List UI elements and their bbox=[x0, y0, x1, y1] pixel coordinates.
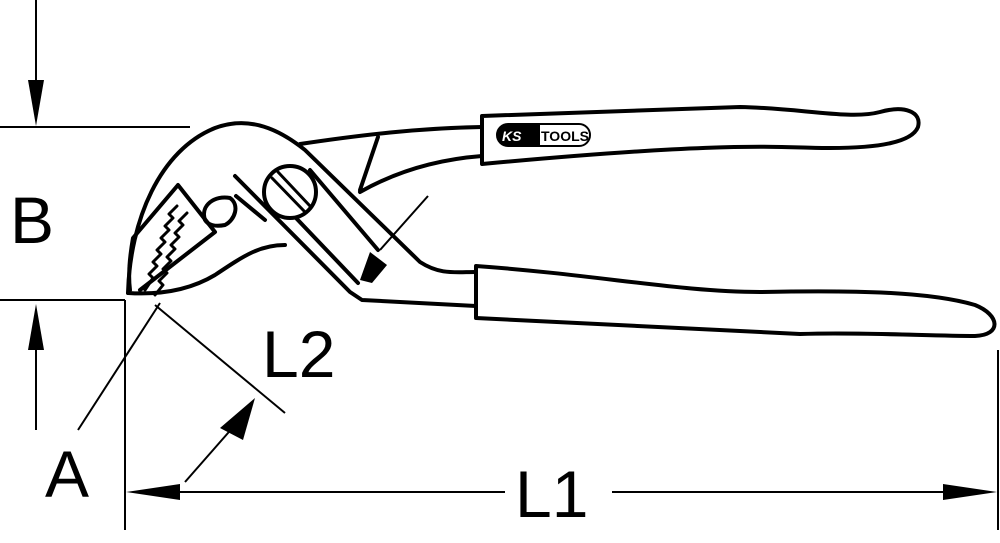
dimension-l2 bbox=[154, 195, 429, 483]
bolt-slot bbox=[270, 170, 312, 214]
label-l1: L1 bbox=[515, 457, 588, 531]
dimension-a-leader bbox=[77, 302, 161, 431]
jaw-teeth bbox=[143, 204, 189, 297]
lower-handle-grip bbox=[474, 264, 997, 338]
upper-arm bbox=[298, 125, 484, 194]
dimension-b bbox=[0, 0, 190, 430]
upper-handle-grip bbox=[480, 105, 921, 166]
adjustment-bolt bbox=[262, 164, 318, 220]
label-b: B bbox=[10, 183, 54, 257]
pliers-head bbox=[126, 121, 478, 308]
svg-text:KS: KS bbox=[502, 128, 522, 144]
slot-stop bbox=[360, 252, 387, 283]
lower-jaw-inner bbox=[127, 183, 217, 292]
label-l2: L2 bbox=[262, 317, 335, 391]
label-a: A bbox=[45, 437, 89, 511]
ks-tools-logo: KS TOOLS bbox=[496, 123, 591, 147]
adjustment-slot bbox=[294, 168, 380, 285]
lower-jaw bbox=[126, 243, 287, 296]
dimension-l1 bbox=[124, 300, 999, 530]
jaw-pivot bbox=[202, 194, 267, 228]
svg-text:TOOLS: TOOLS bbox=[541, 128, 589, 144]
